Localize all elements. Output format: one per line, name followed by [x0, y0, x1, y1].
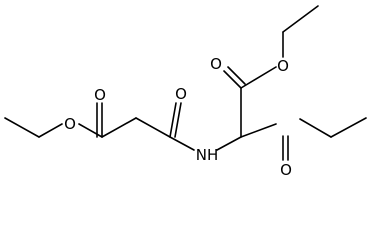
bond [223, 70, 242, 89]
bond [135, 117, 171, 138]
bond [4, 117, 40, 138]
bond [78, 123, 103, 138]
bond [227, 66, 246, 85]
structure-svg: O O O O O O NH [4, 5, 367, 179]
oxygen-label: O [277, 57, 289, 75]
bond [169, 136, 195, 151]
oxygen-label: O [280, 161, 292, 179]
bond [101, 117, 137, 138]
bond [169, 102, 177, 138]
molecule-diagram: O O O O O O NH [4, 5, 367, 179]
bond [330, 117, 367, 138]
oxygen-label: O [94, 86, 106, 104]
atom-labels: O O O O O O NH [64, 55, 292, 179]
bond [299, 118, 332, 138]
bond [240, 66, 277, 89]
oxygen-label: O [210, 55, 222, 73]
bond [240, 123, 277, 138]
bond [174, 102, 182, 138]
oxygen-label: O [64, 115, 76, 133]
nitrogen-label: NH [196, 146, 219, 164]
bond [282, 5, 319, 33]
bonds [4, 5, 367, 161]
bond [216, 136, 242, 151]
oxygen-label: O [175, 85, 187, 103]
bond [38, 123, 63, 138]
